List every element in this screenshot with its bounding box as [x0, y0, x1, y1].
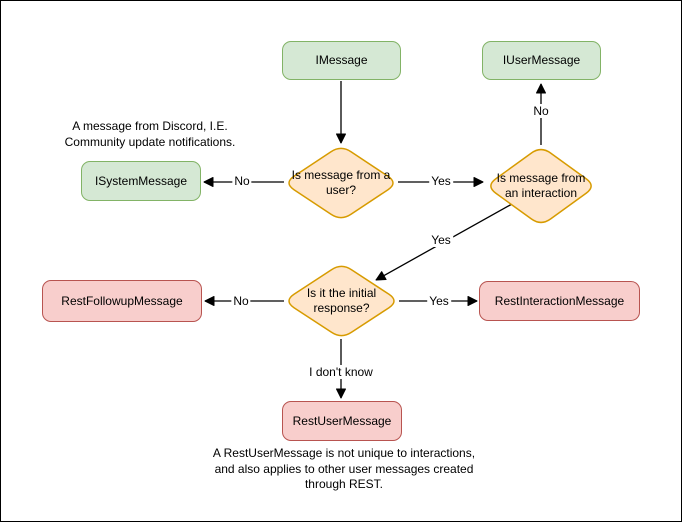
decision-initial-response-shape: [288, 265, 395, 337]
caption-restuser-note-line2: and also applies to other user messages …: [214, 461, 474, 476]
caption-system-note-line1: A message from Discord, I.E.: [72, 119, 228, 133]
node-restfollowupmessage-label: RestFollowupMessage: [61, 293, 183, 308]
edge-label-initial-no: No: [231, 294, 251, 308]
caption-restuser-note-line1: A RestUserMessage is not unique to inter…: [212, 446, 476, 460]
node-iusermessage-label: IUserMessage: [502, 53, 581, 67]
decision-from-user-shape: [288, 147, 394, 219]
node-restusermessage: RestUserMessage: [282, 401, 402, 441]
node-iusermessage: IUserMessage: [482, 41, 601, 80]
caption-restuser-note-line3: through REST.: [304, 477, 384, 491]
caption-system-note: A message from Discord, I.E. Community u…: [40, 119, 260, 150]
edge-label-user-no: No: [232, 174, 252, 188]
edge-label-initial-dont-know: I don't know: [307, 365, 375, 379]
edge-label-initial-yes: Yes: [427, 294, 451, 308]
edge-label-interaction-no: No: [531, 104, 551, 118]
decision-from-interaction-shape: [490, 148, 592, 224]
node-isystemmessage: ISystemMessage: [81, 161, 201, 201]
node-restusermessage-label: RestUserMessage: [292, 413, 392, 428]
node-imessage: IMessage: [282, 41, 401, 80]
edge-label-interaction-yes: Yes: [429, 233, 453, 247]
node-isystemmessage-label: ISystemMessage: [94, 173, 188, 188]
caption-system-note-line2: Community update notifications.: [64, 134, 236, 149]
caption-restuser-note: A RestUserMessage is not unique to inter…: [164, 446, 524, 493]
node-restfollowupmessage: RestFollowupMessage: [42, 280, 202, 322]
node-imessage-label: IMessage: [315, 53, 368, 67]
node-restinteractionmessage-label: RestInteractionMessage: [494, 293, 625, 308]
edge-label-user-yes: Yes: [429, 174, 453, 188]
node-restinteractionmessage: RestInteractionMessage: [479, 281, 640, 321]
